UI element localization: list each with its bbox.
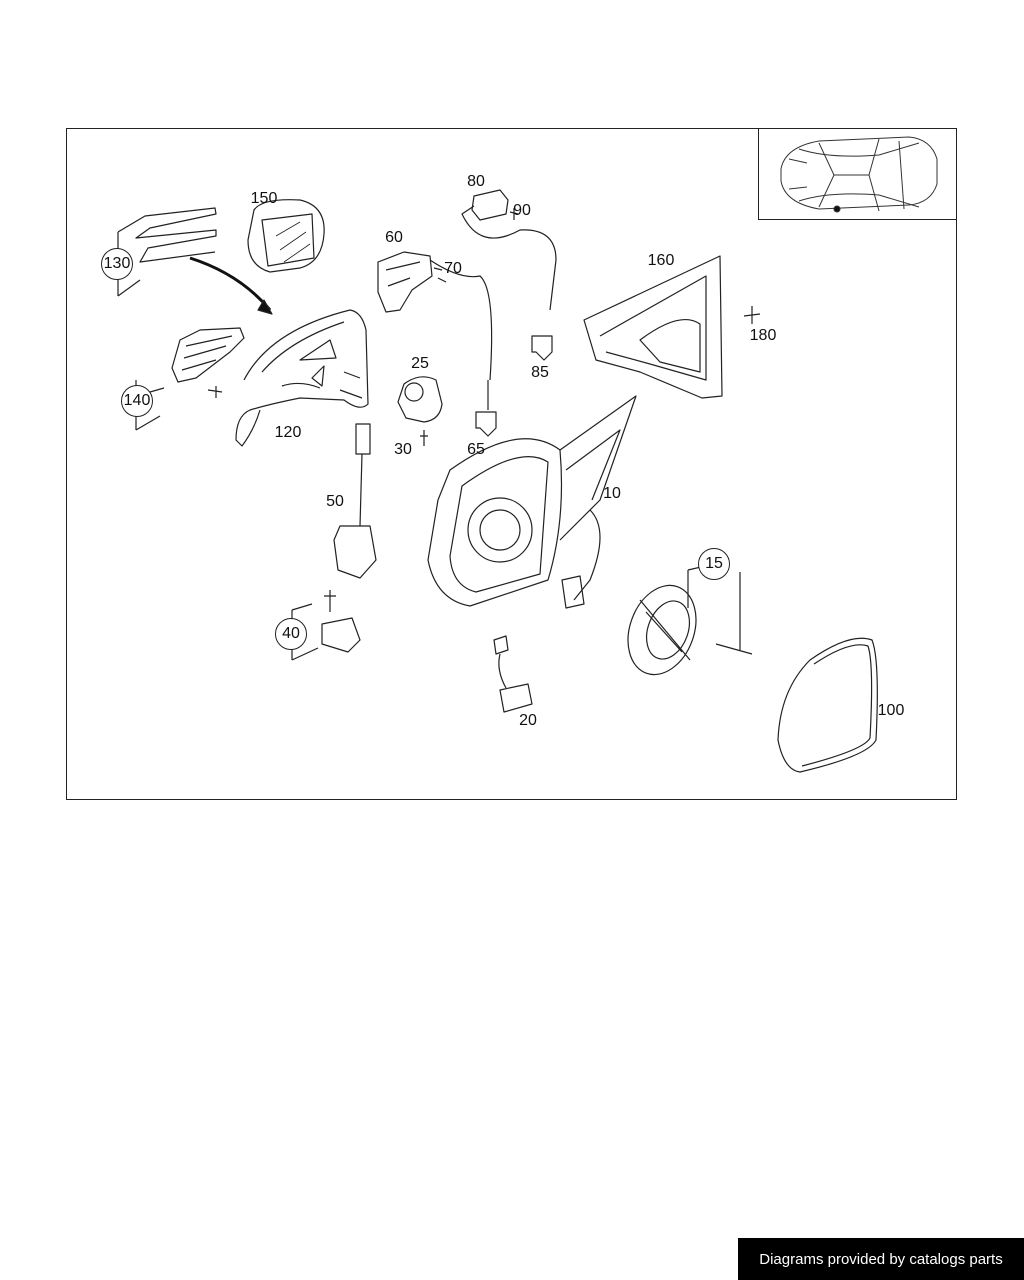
part-50-harness (333, 423, 377, 579)
part-160-triangle (583, 255, 761, 399)
callout-80: 80 (467, 173, 485, 190)
part-150-lamp (247, 199, 325, 273)
callout-120: 120 (274, 424, 302, 441)
callout-100: 100 (877, 702, 905, 719)
part-130-trim-strip (117, 207, 217, 297)
callout-15: 15 (698, 548, 730, 580)
callout-150: 150 (250, 190, 278, 207)
callout-140: 140 (121, 385, 153, 417)
callout-20: 20 (519, 712, 537, 729)
vehicle-locator-inset (758, 128, 957, 220)
part-60-bracket (377, 251, 493, 381)
callout-40: 40 (275, 618, 307, 650)
callout-50: 50 (326, 493, 344, 510)
callout-160: 160 (647, 252, 675, 269)
callout-90: 90 (513, 202, 531, 219)
part-25-motor (397, 376, 443, 446)
part-140-turn-signal (135, 327, 245, 431)
callout-85: 85 (531, 364, 549, 381)
part-100-glass (777, 637, 878, 773)
callout-60: 60 (385, 229, 403, 246)
part-120-cover (235, 309, 369, 447)
part-65-connector (475, 380, 497, 437)
part-10-housing (427, 395, 637, 609)
callout-25: 25 (411, 355, 429, 372)
callout-10: 10 (603, 485, 621, 502)
part-20-plug (493, 635, 533, 713)
part-80-module (461, 189, 557, 361)
callout-30: 30 (394, 441, 412, 458)
part-15-actuator (627, 563, 753, 676)
vehicle-top-view (780, 136, 938, 213)
callout-130: 130 (101, 248, 133, 280)
credit-banner: Diagrams provided by catalogs parts (738, 1238, 1024, 1280)
callout-180: 180 (749, 327, 777, 344)
callout-65: 65 (467, 441, 485, 458)
callout-70: 70 (444, 260, 462, 277)
